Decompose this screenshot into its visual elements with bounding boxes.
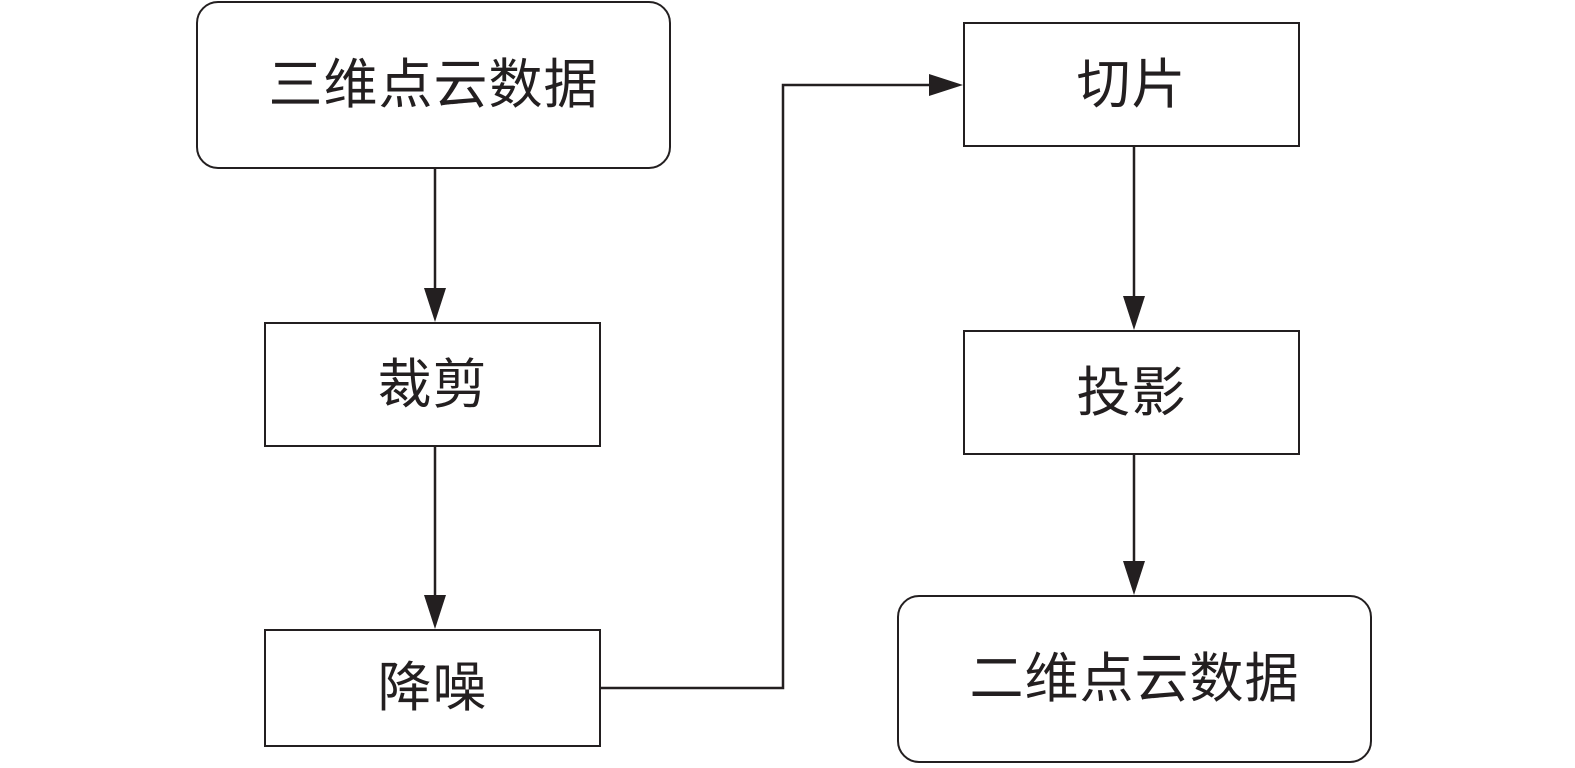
edge-source-to-crop <box>424 169 446 322</box>
node-label: 二维点云数据 <box>969 647 1300 710</box>
edge-slice-to-project <box>1123 147 1145 330</box>
node-denoise: 降噪 <box>264 629 601 747</box>
node-source-3d-point-cloud: 三维点云数据 <box>196 1 671 169</box>
arrow-down-icon <box>424 595 446 629</box>
edge-crop-to-denoise <box>424 447 446 629</box>
node-label: 降噪 <box>377 656 488 719</box>
edge-denoise-to-slice <box>601 74 963 690</box>
arrow-down-icon <box>1123 296 1145 330</box>
node-label: 投影 <box>1076 360 1187 424</box>
arrow-down-icon <box>1123 561 1145 595</box>
arrow-right-icon <box>929 74 963 96</box>
node-target-2d-point-cloud: 二维点云数据 <box>897 595 1372 763</box>
node-label: 切片 <box>1076 52 1187 116</box>
node-crop: 裁剪 <box>264 322 601 447</box>
node-label: 三维点云数据 <box>268 53 599 116</box>
node-label: 裁剪 <box>377 352 488 416</box>
node-slice: 切片 <box>963 22 1300 147</box>
node-project: 投影 <box>963 330 1300 455</box>
arrow-down-icon <box>424 288 446 322</box>
edge-project-to-target <box>1123 455 1145 595</box>
